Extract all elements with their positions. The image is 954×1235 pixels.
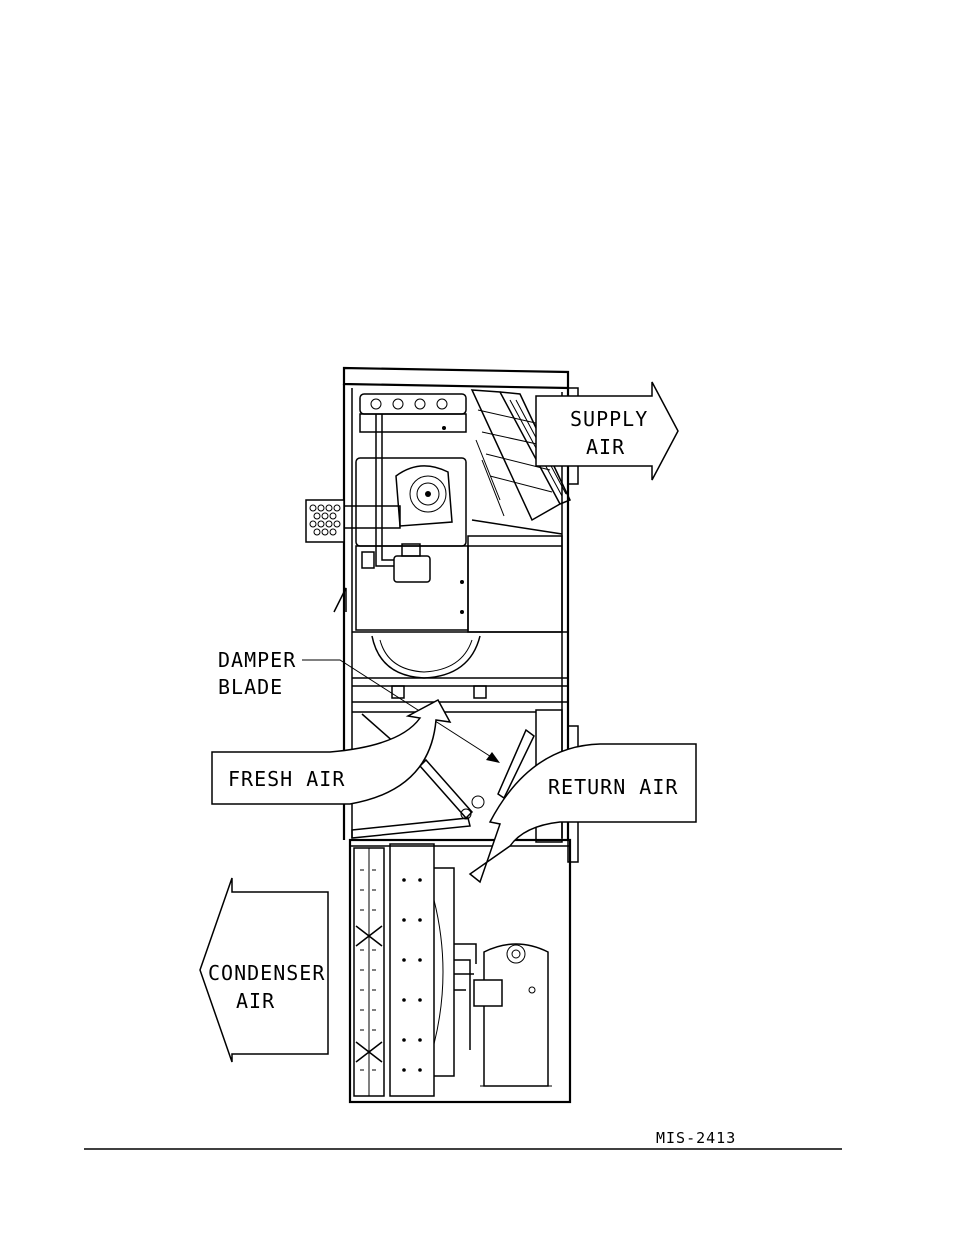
figure-id: MIS-2413: [656, 1129, 736, 1147]
supply-air-label-line1: SUPPLY: [570, 407, 648, 431]
condenser-air-label-line2: AIR: [236, 989, 275, 1013]
return-air-label: RETURN AIR: [548, 775, 678, 799]
condenser-fan-shroud: [390, 844, 454, 1096]
condenser-coil: [354, 848, 384, 1096]
damper-blade-label-line2: BLADE: [218, 675, 283, 699]
condenser-air-label-line1: CONDENSER: [208, 961, 325, 985]
damper-blade-label-line1: DAMPER: [218, 648, 296, 672]
exhaust-vent-hood: [306, 500, 344, 542]
fresh-air-arrow: FRESH AIR: [212, 700, 450, 804]
condenser-air-arrow: CONDENSER AIR: [200, 878, 328, 1062]
supply-air-label-line2: AIR: [586, 435, 625, 459]
return-air-arrow: RETURN AIR: [470, 744, 696, 882]
heater-section: [340, 394, 468, 630]
supply-air-arrow: SUPPLY AIR: [536, 382, 678, 480]
damper-blade-callout: DAMPER BLADE: [218, 648, 500, 763]
unit-cabinet: [344, 368, 578, 1102]
fresh-air-label: FRESH AIR: [228, 767, 345, 791]
compressor: [454, 944, 552, 1086]
